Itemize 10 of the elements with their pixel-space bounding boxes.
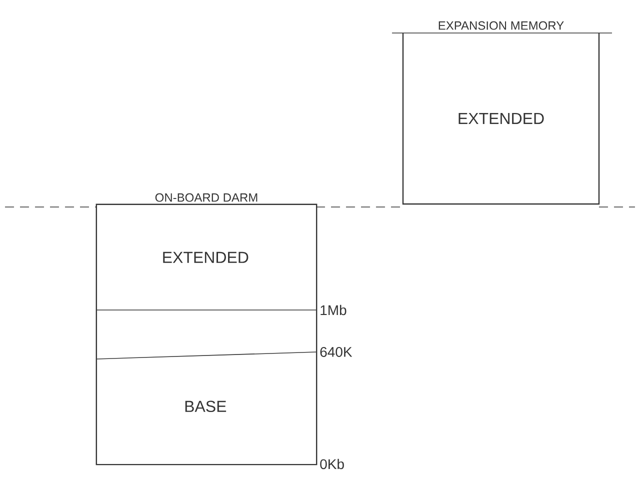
box-heading: EXPANSION MEMORY xyxy=(438,21,564,30)
box-heading: ON-BOARD DARM xyxy=(155,193,258,202)
address-label: 640K xyxy=(320,347,352,357)
address-label: 1Mb xyxy=(320,304,346,316)
memory-box xyxy=(96,204,318,466)
address-label: 0Kb xyxy=(320,458,344,470)
region-label: EXTENDED xyxy=(458,112,544,124)
memory-box xyxy=(392,32,612,205)
region-label: EXTENDED xyxy=(163,252,248,263)
region-label: BASE xyxy=(185,400,226,412)
